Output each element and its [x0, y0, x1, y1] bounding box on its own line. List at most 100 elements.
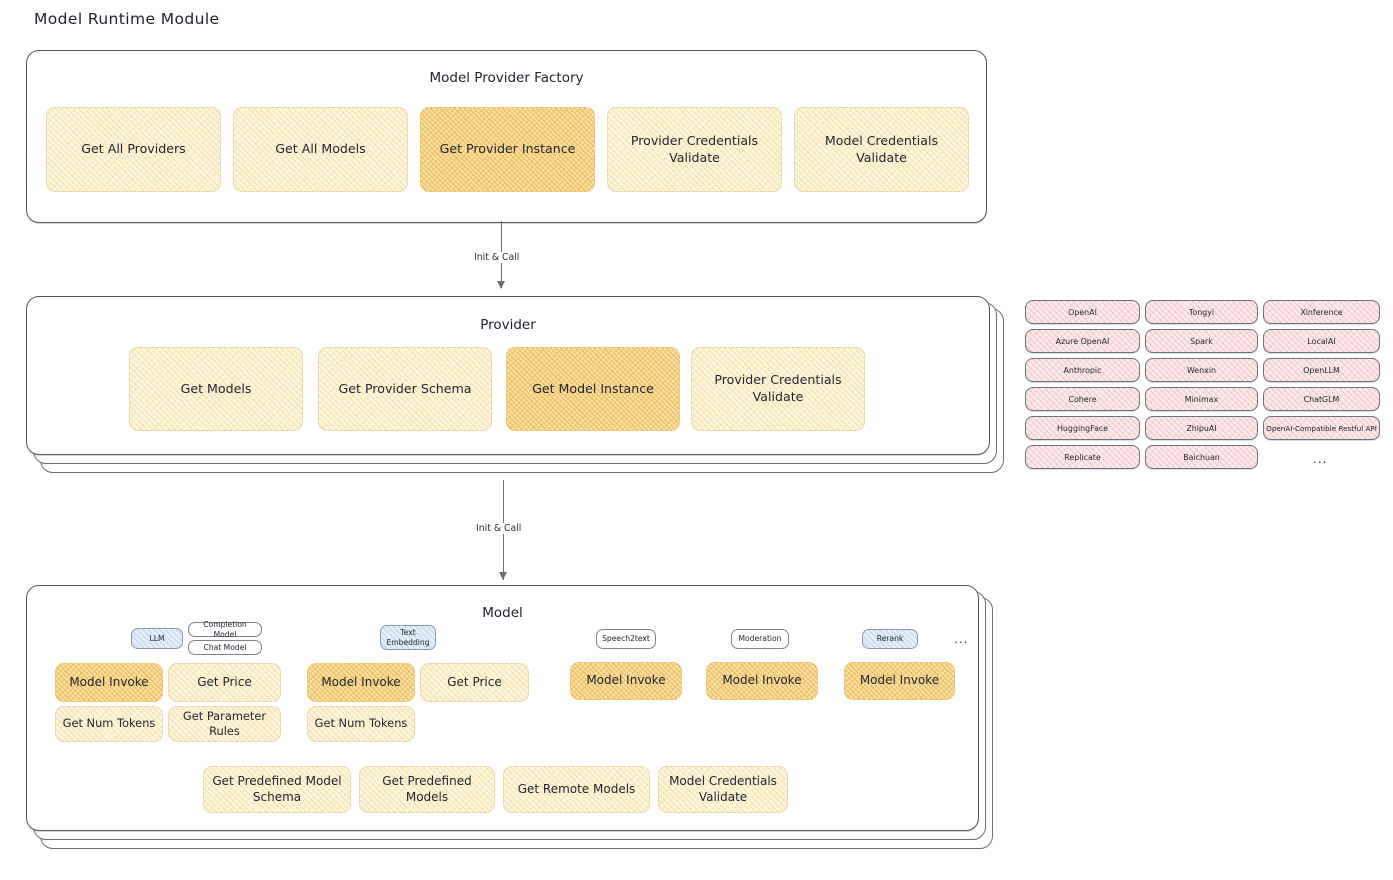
- provider-pill-openai-compatible-restful-api[interactable]: OpenAI-Compatible Restful API: [1263, 416, 1380, 440]
- arrow-provider-to-model-head: [499, 572, 507, 580]
- node-model-credentials-validate[interactable]: Model Credentials Validate: [794, 107, 969, 192]
- pill-label: Anthropic: [1063, 365, 1102, 375]
- pill-label: ZhipuAI: [1186, 423, 1217, 433]
- node-label: Get Price: [197, 674, 252, 689]
- node-label: Get Parameter Rules: [182, 708, 267, 738]
- node-get-model-instance[interactable]: Get Model Instance: [506, 347, 680, 431]
- model-card: Model LLM Completion Model Chat Model Mo…: [26, 585, 979, 831]
- pill-label: OpenLLM: [1303, 365, 1340, 375]
- node-provider-credentials-validate[interactable]: Provider Credentials Validate: [607, 107, 782, 192]
- node-llm-get-num-tokens[interactable]: Get Num Tokens: [55, 706, 163, 742]
- model-type-chip-rerank[interactable]: Rerank: [862, 629, 918, 649]
- node-llm-get-price[interactable]: Get Price: [168, 663, 281, 702]
- node-label: Get Predefined Model Schema: [212, 773, 342, 804]
- chip-label: Rerank: [876, 634, 904, 644]
- node-label: Get Price: [447, 674, 502, 689]
- provider-pill-openllm[interactable]: OpenLLM: [1263, 358, 1380, 382]
- provider-pill-anthropic[interactable]: Anthropic: [1025, 358, 1140, 382]
- model-type-chip-moderation[interactable]: Moderation: [731, 629, 789, 649]
- provider-pill-huggingface[interactable]: HuggingFace: [1025, 416, 1140, 440]
- model-type-chip-text-embedding[interactable]: Text Embedding: [380, 625, 436, 650]
- pill-label: Xinference: [1300, 307, 1343, 317]
- provider-pill-chatglm[interactable]: ChatGLM: [1263, 387, 1380, 411]
- node-label: Model Invoke: [69, 674, 149, 689]
- provider-pill-wenxin[interactable]: Wenxin: [1145, 358, 1258, 382]
- factory-title: Model Provider Factory: [429, 70, 584, 86]
- provider-pill-tongyi[interactable]: Tongyi: [1145, 300, 1258, 324]
- node-text-embedding-get-price[interactable]: Get Price: [420, 663, 529, 702]
- node-label: Get All Models: [275, 141, 366, 157]
- provider-title: Provider: [480, 317, 536, 333]
- model-type-chip-llm[interactable]: LLM: [131, 628, 183, 649]
- node-get-provider-schema[interactable]: Get Provider Schema: [318, 347, 492, 431]
- arrow-factory-to-provider-head: [497, 281, 505, 289]
- model-subtype-chip-chat-model[interactable]: Chat Model: [188, 640, 262, 655]
- provider-pill-openai[interactable]: OpenAI: [1025, 300, 1140, 324]
- node-provider-credentials-validate-2[interactable]: Provider Credentials Validate: [691, 347, 865, 431]
- chip-label: LLM: [149, 633, 165, 643]
- pill-label: Replicate: [1064, 452, 1101, 462]
- model-types-ellipsis: ...: [954, 632, 969, 646]
- node-label: Model Invoke: [722, 673, 802, 688]
- model-title: Model: [482, 605, 523, 621]
- provider-pill-spark[interactable]: Spark: [1145, 329, 1258, 353]
- model-subtype-chip-completion-model[interactable]: Completion Model: [188, 620, 262, 639]
- node-label: Model Invoke: [321, 674, 401, 689]
- pill-label: Spark: [1190, 336, 1213, 346]
- pill-label: OpenAI-Compatible Restful API: [1266, 423, 1377, 433]
- pill-label: OpenAI: [1068, 307, 1097, 317]
- pill-label: Baichuan: [1183, 452, 1220, 462]
- node-label: Provider Credentials Validate: [714, 372, 842, 404]
- provider-pill-cohere[interactable]: Cohere: [1025, 387, 1140, 411]
- node-speech2text-model-invoke[interactable]: Model Invoke: [570, 662, 682, 700]
- provider-pill-localai[interactable]: LocalAI: [1263, 329, 1380, 353]
- chip-label: Text Embedding: [386, 628, 430, 647]
- node-label: Provider Credentials Validate: [630, 132, 759, 165]
- node-get-predefined-models[interactable]: Get Predefined Models: [359, 766, 495, 813]
- node-get-all-providers[interactable]: Get All Providers: [46, 107, 221, 192]
- page-title: Model Runtime Module: [34, 10, 220, 28]
- chip-label: Moderation: [738, 634, 782, 644]
- model-type-chip-speech2text[interactable]: Speech2text: [596, 629, 656, 649]
- provider-list-ellipsis: ...: [1313, 452, 1328, 466]
- arrow-provider-to-model-label: Init & Call: [472, 523, 526, 534]
- pill-label: Azure OpenAI: [1055, 336, 1110, 346]
- pill-label: ChatGLM: [1303, 394, 1340, 404]
- arrow-factory-to-provider-label: Init & Call: [470, 252, 524, 263]
- node-label: Get Model Instance: [532, 380, 654, 396]
- node-llm-get-parameter-rules[interactable]: Get Parameter Rules: [168, 706, 281, 742]
- pill-label: LocalAI: [1307, 336, 1336, 346]
- provider-pill-xinference[interactable]: Xinference: [1263, 300, 1380, 324]
- node-label: Model Invoke: [586, 673, 666, 688]
- pill-label: Tongyi: [1188, 307, 1215, 317]
- node-get-models[interactable]: Get Models: [129, 347, 303, 431]
- node-rerank-model-invoke[interactable]: Model Invoke: [844, 662, 955, 700]
- node-llm-model-invoke[interactable]: Model Invoke: [55, 663, 163, 702]
- chip-label: Completion Model: [203, 620, 247, 639]
- node-label: Model Invoke: [859, 673, 940, 688]
- node-label: Model Credentials Validate: [669, 773, 777, 804]
- node-get-predefined-model-schema[interactable]: Get Predefined Model Schema: [203, 766, 351, 813]
- provider-pill-replicate[interactable]: Replicate: [1025, 445, 1140, 469]
- pill-label: Cohere: [1068, 394, 1097, 404]
- provider-pill-minimax[interactable]: Minimax: [1145, 387, 1258, 411]
- node-model-credentials-validate-3[interactable]: Model Credentials Validate: [658, 766, 788, 813]
- model-provider-factory-card: Model Provider Factory Get All Providers…: [26, 50, 987, 223]
- provider-pill-azure-openai[interactable]: Azure OpenAI: [1025, 329, 1140, 353]
- pill-label: Minimax: [1184, 394, 1219, 404]
- node-text-embedding-get-num-tokens[interactable]: Get Num Tokens: [307, 706, 415, 742]
- node-label: Get Num Tokens: [62, 716, 156, 731]
- node-moderation-model-invoke[interactable]: Model Invoke: [706, 662, 818, 700]
- node-get-all-models[interactable]: Get All Models: [233, 107, 408, 192]
- chip-label: Chat Model: [203, 642, 247, 652]
- node-label: Get Models: [180, 380, 252, 396]
- node-label: Get All Providers: [81, 141, 186, 157]
- provider-pill-baichuan[interactable]: Baichuan: [1145, 445, 1258, 469]
- node-text-embedding-model-invoke[interactable]: Model Invoke: [307, 663, 415, 702]
- node-get-provider-instance[interactable]: Get Provider Instance: [420, 107, 595, 192]
- provider-pill-zhipuai[interactable]: ZhipuAI: [1145, 416, 1258, 440]
- node-get-remote-models[interactable]: Get Remote Models: [503, 766, 650, 813]
- pill-label: Wenxin: [1186, 365, 1217, 375]
- node-label: Get Provider Schema: [338, 380, 472, 396]
- node-label: Get Num Tokens: [314, 716, 408, 731]
